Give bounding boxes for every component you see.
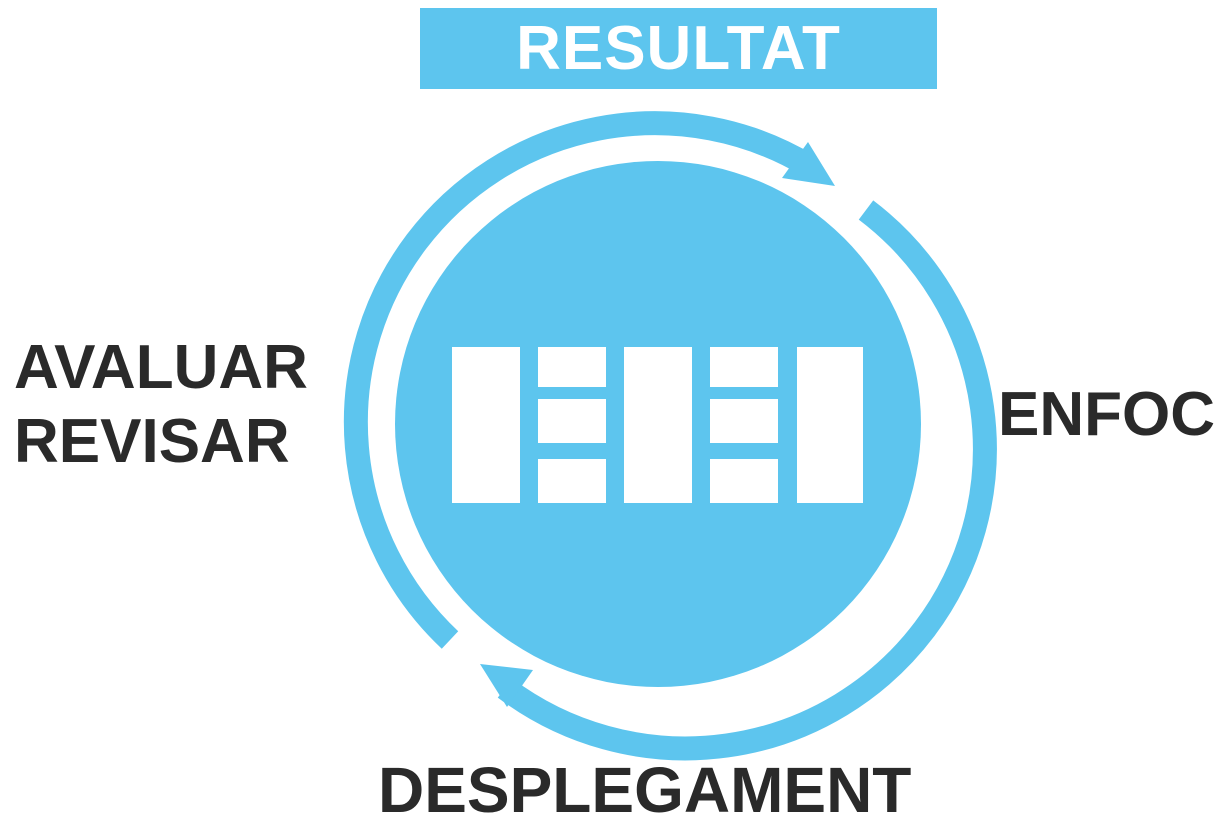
evaluate-review-label: AVALUAR REVISAR xyxy=(14,337,308,485)
arc-right-bottom xyxy=(497,200,997,761)
arrowhead-top xyxy=(782,142,835,186)
building-columns-icon xyxy=(452,347,863,503)
arc-left-top xyxy=(343,111,816,649)
evaluate-label: AVALUAR xyxy=(14,333,308,402)
arrowhead-bottom xyxy=(480,664,533,707)
cycle-arrows-icon xyxy=(343,111,997,761)
deployment-label: DESPLEGAMENT xyxy=(378,754,912,826)
approach-label: ENFOC xyxy=(998,380,1215,449)
result-label: RESULTAT xyxy=(516,13,841,83)
result-banner: RESULTAT xyxy=(420,8,937,89)
review-label: REVISAR xyxy=(14,407,290,476)
